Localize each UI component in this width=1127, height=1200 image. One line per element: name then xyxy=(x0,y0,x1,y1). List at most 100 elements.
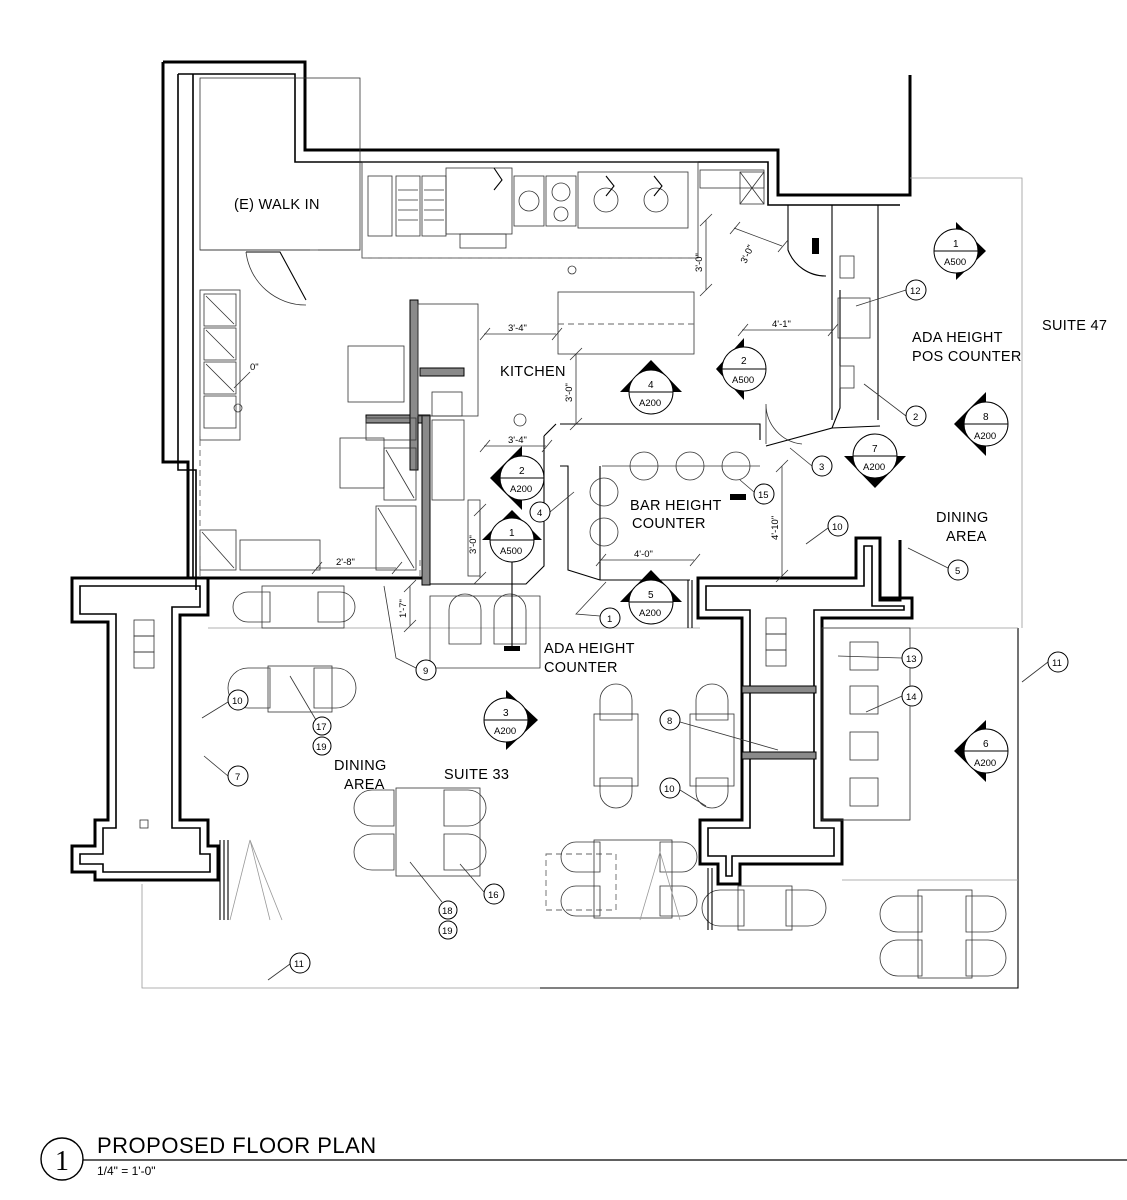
keynote-8: 9 xyxy=(423,666,428,677)
label-dining-right-2: AREA xyxy=(946,529,987,545)
dim-9: 3'-0" xyxy=(468,535,479,554)
suite-boundaries xyxy=(141,177,1023,989)
dim-12: 1'-7" xyxy=(398,599,409,618)
sec-num-2: 4 xyxy=(648,380,654,391)
dim-8: 4'-10" xyxy=(770,516,781,540)
title-block: 1 PROPOSED FLOOR PLAN 1/4" = 1'-0" xyxy=(40,1133,1127,1181)
dim-11: 2'-8" xyxy=(336,557,355,568)
keynote-tag xyxy=(438,900,458,920)
title-number: 1 xyxy=(55,1146,69,1177)
keynote-17: 16 xyxy=(488,890,499,901)
sec-num-4: 7 xyxy=(872,444,878,455)
keynote-tag xyxy=(905,279,927,301)
keynote-tag xyxy=(753,483,775,505)
keynote-tag xyxy=(438,920,458,940)
label-ada-counter-2: COUNTER xyxy=(544,660,618,676)
label-ada-counter-1: ADA HEIGHT xyxy=(544,641,635,657)
keynote-18: 18 xyxy=(442,906,453,917)
label-ada-pos-1: ADA HEIGHT xyxy=(912,330,1003,346)
keynote-tag xyxy=(599,607,621,629)
title-name: PROPOSED FLOOR PLAN xyxy=(97,1133,377,1158)
keynote-tag xyxy=(227,765,249,787)
keynote-tag xyxy=(905,405,927,427)
label-walk-in: (E) WALK IN xyxy=(234,197,320,213)
keynote-0: 12 xyxy=(910,286,921,297)
keynote-tag xyxy=(901,647,923,669)
section-marker-6-a200: 6 A200 xyxy=(954,720,1009,782)
sec-num-0: 1 xyxy=(953,239,959,250)
keynote-tag xyxy=(811,455,833,477)
keynote-3: 15 xyxy=(758,490,769,501)
keynote-tag xyxy=(947,559,969,581)
section-marker-4-a200: 4 A200 xyxy=(620,360,682,415)
sec-sheet-8: A200 xyxy=(494,726,516,737)
title-scale: 1/4" = 1'-0" xyxy=(97,1164,156,1178)
keynote-7: 1 xyxy=(607,614,612,625)
dim-1: 3'-0" xyxy=(694,253,705,272)
label-dining-right-1: DINING xyxy=(936,510,989,526)
exterior-walls xyxy=(70,60,914,886)
kitchen-equipment xyxy=(339,161,765,577)
keynote-2: 3 xyxy=(819,462,824,473)
ada-counter xyxy=(429,593,541,669)
sec-sheet-0: A500 xyxy=(944,257,966,268)
title-number-circle xyxy=(40,1137,84,1181)
sec-num-7: 5 xyxy=(648,590,654,601)
keynote-14: 17 xyxy=(316,722,327,733)
label-kitchen: KITCHEN xyxy=(500,364,566,380)
keynote-16: 7 xyxy=(235,772,240,783)
sec-num-9: 6 xyxy=(983,739,989,750)
keynote-tag xyxy=(415,659,437,681)
sec-sheet-5: A200 xyxy=(510,484,532,495)
sec-sheet-3: A200 xyxy=(974,431,996,442)
dim-5: 0" xyxy=(250,362,259,373)
section-marker-2-a500: 2 A500 xyxy=(716,338,767,400)
sec-num-3: 8 xyxy=(983,412,989,423)
keynote-tag xyxy=(529,501,551,523)
sec-sheet-9: A200 xyxy=(974,758,996,769)
keynote-4: 4 xyxy=(537,508,542,519)
label-bar-counter-1: BAR HEIGHT xyxy=(630,498,722,514)
sec-num-8: 3 xyxy=(503,708,509,719)
keynote-tag xyxy=(483,883,505,905)
walk-in-cooler xyxy=(199,77,361,571)
section-marker-7-a200: 7 A200 xyxy=(844,433,906,488)
dim-10: 4'-0" xyxy=(634,549,653,560)
sec-num-6: 1 xyxy=(509,528,515,539)
label-bar-counter-2: COUNTER xyxy=(632,516,706,532)
section-marker-1-a500-top: 1 A500 xyxy=(933,222,986,280)
sec-num-1: 2 xyxy=(741,356,747,367)
keynote-9: 13 xyxy=(906,654,917,665)
keynote-tag xyxy=(901,685,923,707)
keynote-tag xyxy=(1047,651,1069,673)
keynote-21: 11 xyxy=(1052,658,1062,669)
section-marker-5-a200: 5 A200 xyxy=(620,570,682,625)
dimensions: 3'-0" 3'-0" 3'-4" 4'-1" 0" 3'-0" 3'-4" 4… xyxy=(233,213,839,633)
keynote-tag xyxy=(659,709,681,731)
keynote-5: 10 xyxy=(832,522,843,533)
keynote-tag xyxy=(312,736,332,756)
keynote-15: 19 xyxy=(316,742,327,753)
sec-sheet-4: A200 xyxy=(863,462,885,473)
dim-7: 3'-4" xyxy=(508,435,527,446)
keynote-20: 11 xyxy=(294,959,304,970)
label-dining-left-2: AREA xyxy=(344,777,385,793)
keynotes: 12 2 3 15 4 10 5 1 9 13 xyxy=(201,279,1069,981)
sec-num-5: 2 xyxy=(519,466,525,477)
keynote-tag xyxy=(827,515,849,537)
pos-counter xyxy=(787,205,879,420)
dim-3: 3'-4" xyxy=(508,323,527,334)
section-marker-3-a200: 3 A200 xyxy=(483,690,538,750)
dim-4: 4'-1" xyxy=(772,319,791,330)
section-marker-8-a200: 8 A200 xyxy=(954,392,1009,456)
sec-sheet-6: A500 xyxy=(500,546,522,557)
label-dining-left-1: DINING xyxy=(334,758,387,774)
section-markers: 1 A500 2 A500 4 A200 8 A200 xyxy=(482,222,1009,782)
sec-sheet-7: A200 xyxy=(639,608,661,619)
keynote-19: 19 xyxy=(442,926,453,937)
keynote-11: 8 xyxy=(667,716,672,727)
dim-2: 3'-0" xyxy=(739,243,757,265)
keynote-12: 10 xyxy=(664,784,675,795)
keynote-6: 5 xyxy=(955,566,960,577)
